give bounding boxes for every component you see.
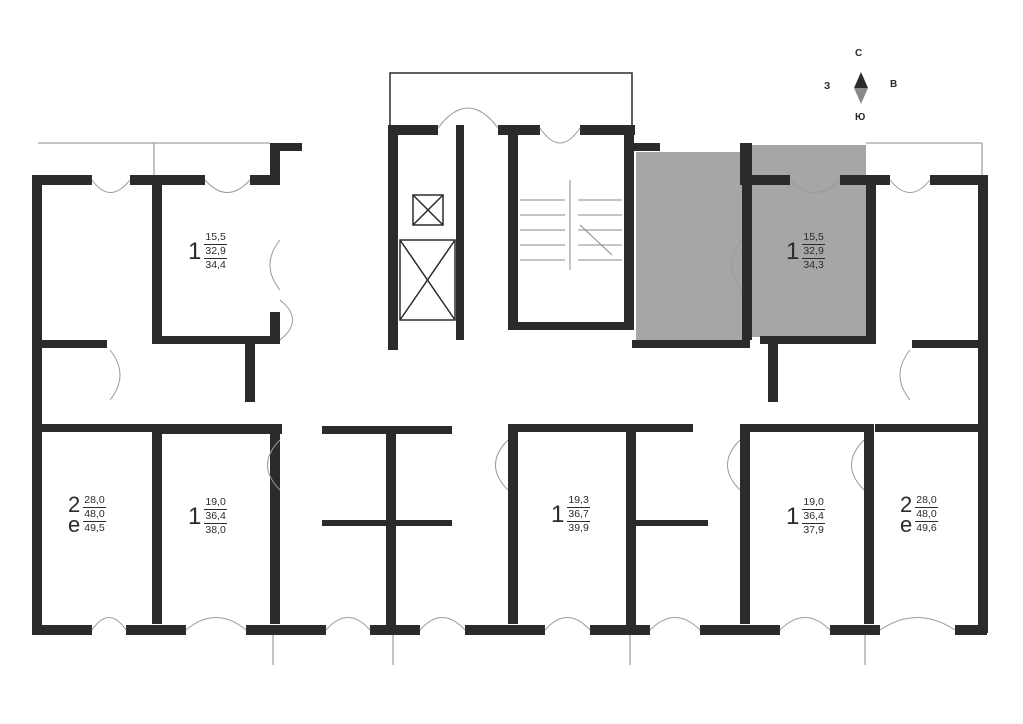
rooms-count: 1 bbox=[188, 237, 202, 265]
total-area: 36,4 bbox=[802, 509, 825, 523]
compass-north: С bbox=[855, 48, 863, 59]
rooms-count: 2 е bbox=[900, 491, 913, 537]
area-values: 15,5 32,9 34,4 bbox=[204, 231, 227, 272]
apartment-label-a2[interactable]: 1 15,5 32,9 34,3 bbox=[786, 231, 825, 272]
core-details bbox=[399, 180, 622, 321]
area-values: 28,0 48,0 49,5 bbox=[83, 494, 106, 535]
total-with-balcony-area: 49,6 bbox=[915, 521, 938, 535]
apartment-label-a1: 1 15,5 32,9 34,4 bbox=[188, 231, 227, 272]
apartment-label-a7: 2 е 28,0 48,0 49,6 bbox=[900, 494, 938, 535]
total-with-balcony-area: 34,4 bbox=[204, 258, 227, 272]
total-area: 32,9 bbox=[802, 244, 825, 258]
area-values: 19,3 36,7 39,9 bbox=[567, 494, 590, 535]
balcony-lines bbox=[38, 72, 983, 665]
walls bbox=[32, 125, 988, 635]
rooms-count: 1 bbox=[786, 237, 800, 265]
total-area: 48,0 bbox=[83, 507, 106, 521]
living-area: 19,0 bbox=[205, 496, 226, 508]
door-swings bbox=[91, 107, 956, 631]
rooms-count: 2 е bbox=[68, 491, 81, 537]
total-with-balcony-area: 39,9 bbox=[567, 521, 590, 535]
living-area: 15,5 bbox=[803, 231, 824, 243]
compass-arrow-icon bbox=[854, 72, 868, 104]
total-with-balcony-area: 38,0 bbox=[204, 523, 227, 537]
apartment-label-a6: 1 19,0 36,4 37,9 bbox=[786, 496, 825, 537]
rooms-count: 1 bbox=[551, 500, 565, 528]
area-values: 28,0 48,0 49,6 bbox=[915, 494, 938, 535]
rooms-count: 1 bbox=[786, 502, 800, 530]
area-values: 15,5 32,9 34,3 bbox=[802, 231, 825, 272]
compass-south: Ю bbox=[855, 112, 866, 123]
total-area: 48,0 bbox=[915, 507, 938, 521]
total-with-balcony-area: 49,5 bbox=[83, 521, 106, 535]
apartment-label-a5: 1 19,3 36,7 39,9 bbox=[551, 494, 590, 535]
living-area: 28,0 bbox=[84, 494, 105, 506]
living-area: 19,3 bbox=[568, 494, 589, 506]
living-area: 19,0 bbox=[803, 496, 824, 508]
total-with-balcony-area: 34,3 bbox=[802, 258, 825, 272]
total-area: 36,4 bbox=[204, 509, 227, 523]
living-area: 28,0 bbox=[916, 494, 937, 506]
living-area: 15,5 bbox=[205, 231, 226, 243]
total-area: 36,7 bbox=[567, 507, 590, 521]
apartment-label-a3: 2 е 28,0 48,0 49,5 bbox=[68, 494, 106, 535]
area-values: 19,0 36,4 38,0 bbox=[204, 496, 227, 537]
apartment-label-a4: 1 19,0 36,4 38,0 bbox=[188, 496, 227, 537]
area-values: 19,0 36,4 37,9 bbox=[802, 496, 825, 537]
total-area: 32,9 bbox=[204, 244, 227, 258]
total-with-balcony-area: 37,9 bbox=[802, 523, 825, 537]
compass-east: В bbox=[890, 79, 898, 90]
rooms-count: 1 bbox=[188, 502, 202, 530]
compass-west: З bbox=[824, 81, 831, 92]
